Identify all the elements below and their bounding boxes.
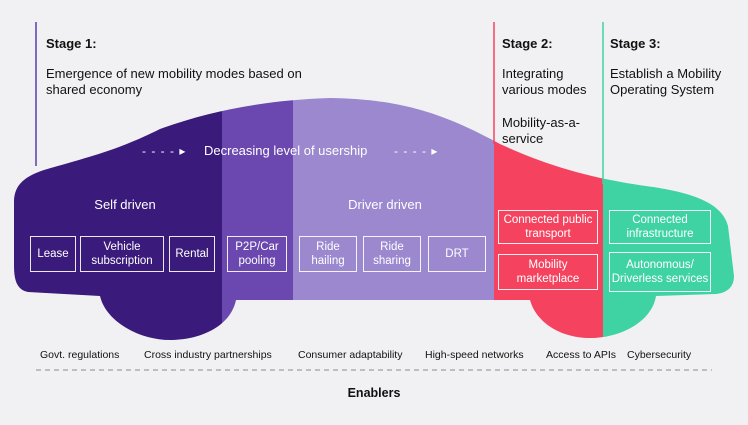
enabler-consumer-adaptability: Consumer adaptability <box>298 349 403 361</box>
box-rental: Rental <box>169 236 215 272</box>
enabler-cross-industry-partnerships: Cross industry partnerships <box>144 349 272 361</box>
box-lease: Lease <box>30 236 76 272</box>
stage2-extra: Mobility-as-a-service <box>502 115 581 146</box>
segment-pooling <box>222 98 293 340</box>
segment-self-driven <box>14 98 222 340</box>
box-connected-infrastructure: Connected infrastructure <box>609 210 711 244</box>
box-mobility-marketplace: Mobility marketplace <box>498 254 598 290</box>
stage3-description: Establish a Mobility Operating System <box>610 66 722 97</box>
self-driven-title: Self driven <box>94 197 156 212</box>
stage2-description: Integrating various modes <box>502 66 587 97</box>
box-connected-public-transport: Connected public transport <box>498 210 598 244</box>
box-vehicle-subscription: Vehicle subscription <box>80 236 164 272</box>
enabler-govt-regulations: Govt. regulations <box>40 349 120 361</box>
stage2-title: Stage 2: <box>502 36 553 51</box>
stage1-title: Stage 1: <box>46 36 97 51</box>
driver-driven-title: Driver driven <box>348 197 422 212</box>
stage3-title: Stage 3: <box>610 36 661 51</box>
box-autonomous-driverless-services: Autonomous/ Driverless services <box>609 252 711 292</box>
enabler-high-speed-networks: High-speed networks <box>425 349 524 361</box>
enabler-cybersecurity: Cybersecurity <box>627 349 692 361</box>
enablers-title: Enablers <box>347 386 401 400</box>
usership-label: Decreasing level of usership <box>204 143 368 158</box>
usership-arrow-right: - - - - ▸ <box>394 144 439 158</box>
stage1-description: Emergence of new mobility modes based on… <box>46 66 302 97</box>
box-ride-sharing: Ride sharing <box>363 236 421 272</box>
enabler-access-to-apis: Access to APIs <box>546 349 617 361</box>
segment-driver-driven <box>293 98 494 340</box>
box-p2p-car-pooling: P2P/Car pooling <box>227 236 287 272</box>
usership-arrow-left: - - - - ▸ <box>142 144 187 158</box>
box-drt: DRT <box>428 236 486 272</box>
box-ride-hailing: Ride hailing <box>299 236 357 272</box>
